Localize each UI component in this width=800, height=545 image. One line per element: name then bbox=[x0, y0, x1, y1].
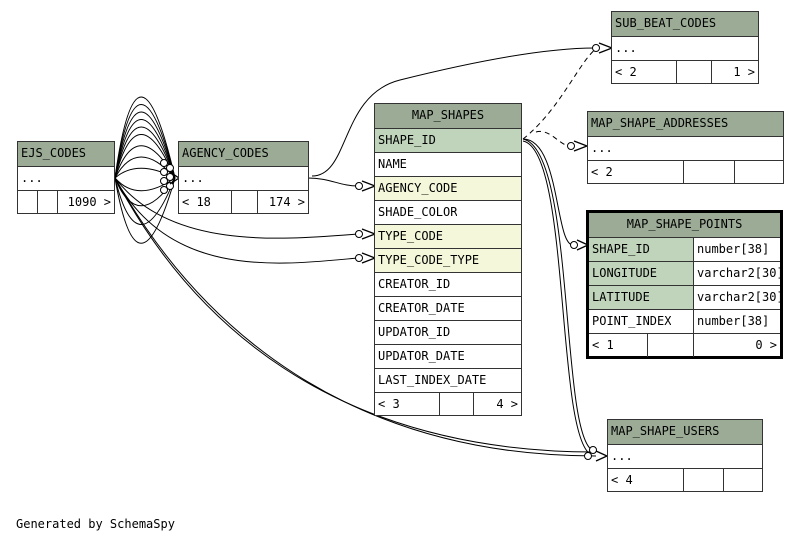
column-row[interactable]: SHAPE_ID bbox=[375, 128, 521, 152]
table-name: MAP_SHAPE_USERS bbox=[611, 424, 720, 438]
table-map-shapes[interactable]: MAP_SHAPES SHAPE_ID NAME AGENCY_CODE SHA… bbox=[374, 103, 522, 416]
footer-text: Generated by SchemaSpy bbox=[16, 517, 175, 531]
children-count[interactable]: 1090 > bbox=[67, 195, 111, 209]
table-name: MAP_SHAPE_POINTS bbox=[626, 217, 743, 231]
collapsed-columns: ... bbox=[608, 444, 762, 468]
table-header: AGENCY_CODES bbox=[179, 142, 308, 166]
column-row[interactable]: SHAPE_ID number[38] bbox=[589, 237, 780, 261]
column-row[interactable]: CREATOR_ID bbox=[375, 272, 521, 296]
relationship-count-row: < 2 bbox=[588, 160, 783, 184]
collapsed-columns: ... bbox=[612, 36, 758, 60]
parents-count[interactable]: < 18 bbox=[182, 195, 211, 209]
column-row[interactable]: LATITUDE varchar2[30] bbox=[589, 285, 784, 309]
column-row[interactable]: UPDATOR_DATE bbox=[375, 344, 521, 368]
column-row[interactable]: CREATOR_DATE bbox=[375, 296, 521, 320]
table-header: MAP_SHAPE_ADDRESSES bbox=[588, 112, 783, 136]
table-map-shape-addresses[interactable]: MAP_SHAPE_ADDRESSES ... < 2 bbox=[587, 111, 784, 184]
children-count[interactable]: 174 > bbox=[268, 195, 305, 209]
relationship-count-row: < 18 174 > bbox=[179, 190, 308, 214]
children-count[interactable]: 1 > bbox=[733, 65, 755, 79]
column-row[interactable]: LAST_INDEX_DATE bbox=[375, 368, 521, 392]
table-header: SUB_BEAT_CODES bbox=[612, 12, 758, 36]
children-count[interactable]: 4 > bbox=[496, 397, 518, 411]
column-row[interactable]: TYPE_CODE_TYPE bbox=[375, 248, 521, 272]
parents-count[interactable]: < 4 bbox=[611, 473, 633, 487]
relationship-count-row: 1090 > bbox=[18, 190, 114, 214]
table-ejs-codes[interactable]: EJS_CODES ... 1090 > bbox=[17, 141, 115, 214]
table-header: EJS_CODES bbox=[18, 142, 114, 166]
table-name: EJS_CODES bbox=[21, 146, 87, 160]
column-row[interactable]: TYPE_CODE bbox=[375, 224, 521, 248]
collapsed-columns: ... bbox=[18, 166, 114, 190]
table-name: SUB_BEAT_CODES bbox=[615, 16, 717, 30]
relationship-count-row: < 1 0 > bbox=[589, 333, 780, 357]
parents-count[interactable]: < 2 bbox=[591, 165, 613, 179]
table-map-shape-points[interactable]: MAP_SHAPE_POINTS SHAPE_ID number[38] LON… bbox=[586, 210, 784, 359]
column-row[interactable]: UPDATOR_ID bbox=[375, 320, 521, 344]
collapsed-columns: ... bbox=[588, 136, 783, 160]
table-name: MAP_SHAPE_ADDRESSES bbox=[591, 116, 729, 130]
table-header: MAP_SHAPES bbox=[375, 104, 521, 128]
table-agency-codes[interactable]: AGENCY_CODES ... < 18 174 > bbox=[178, 141, 309, 214]
column-row[interactable]: SHADE_COLOR bbox=[375, 200, 521, 224]
relationship-count-row: < 2 1 > bbox=[612, 60, 758, 84]
parents-count[interactable]: < 2 bbox=[615, 65, 637, 79]
children-count[interactable]: 0 > bbox=[755, 338, 777, 352]
table-header: MAP_SHAPE_USERS bbox=[608, 420, 762, 444]
column-row[interactable]: LONGITUDE varchar2[30] bbox=[589, 261, 784, 285]
relationship-count-row: < 4 bbox=[608, 468, 762, 492]
table-map-shape-users[interactable]: MAP_SHAPE_USERS ... < 4 bbox=[607, 419, 763, 492]
parents-count[interactable]: < 3 bbox=[378, 397, 400, 411]
column-row[interactable]: AGENCY_CODE bbox=[375, 176, 521, 200]
table-header: MAP_SHAPE_POINTS bbox=[589, 213, 780, 237]
column-row[interactable]: POINT_INDEX number[38] bbox=[589, 309, 780, 333]
table-sub-beat-codes[interactable]: SUB_BEAT_CODES ... < 2 1 > bbox=[611, 11, 759, 84]
table-name: MAP_SHAPES bbox=[411, 108, 485, 122]
table-name: AGENCY_CODES bbox=[182, 146, 269, 160]
collapsed-columns: ... bbox=[179, 166, 308, 190]
column-row[interactable]: NAME bbox=[375, 152, 521, 176]
relationship-count-row: < 3 4 > bbox=[375, 392, 521, 416]
parents-count[interactable]: < 1 bbox=[592, 338, 614, 352]
